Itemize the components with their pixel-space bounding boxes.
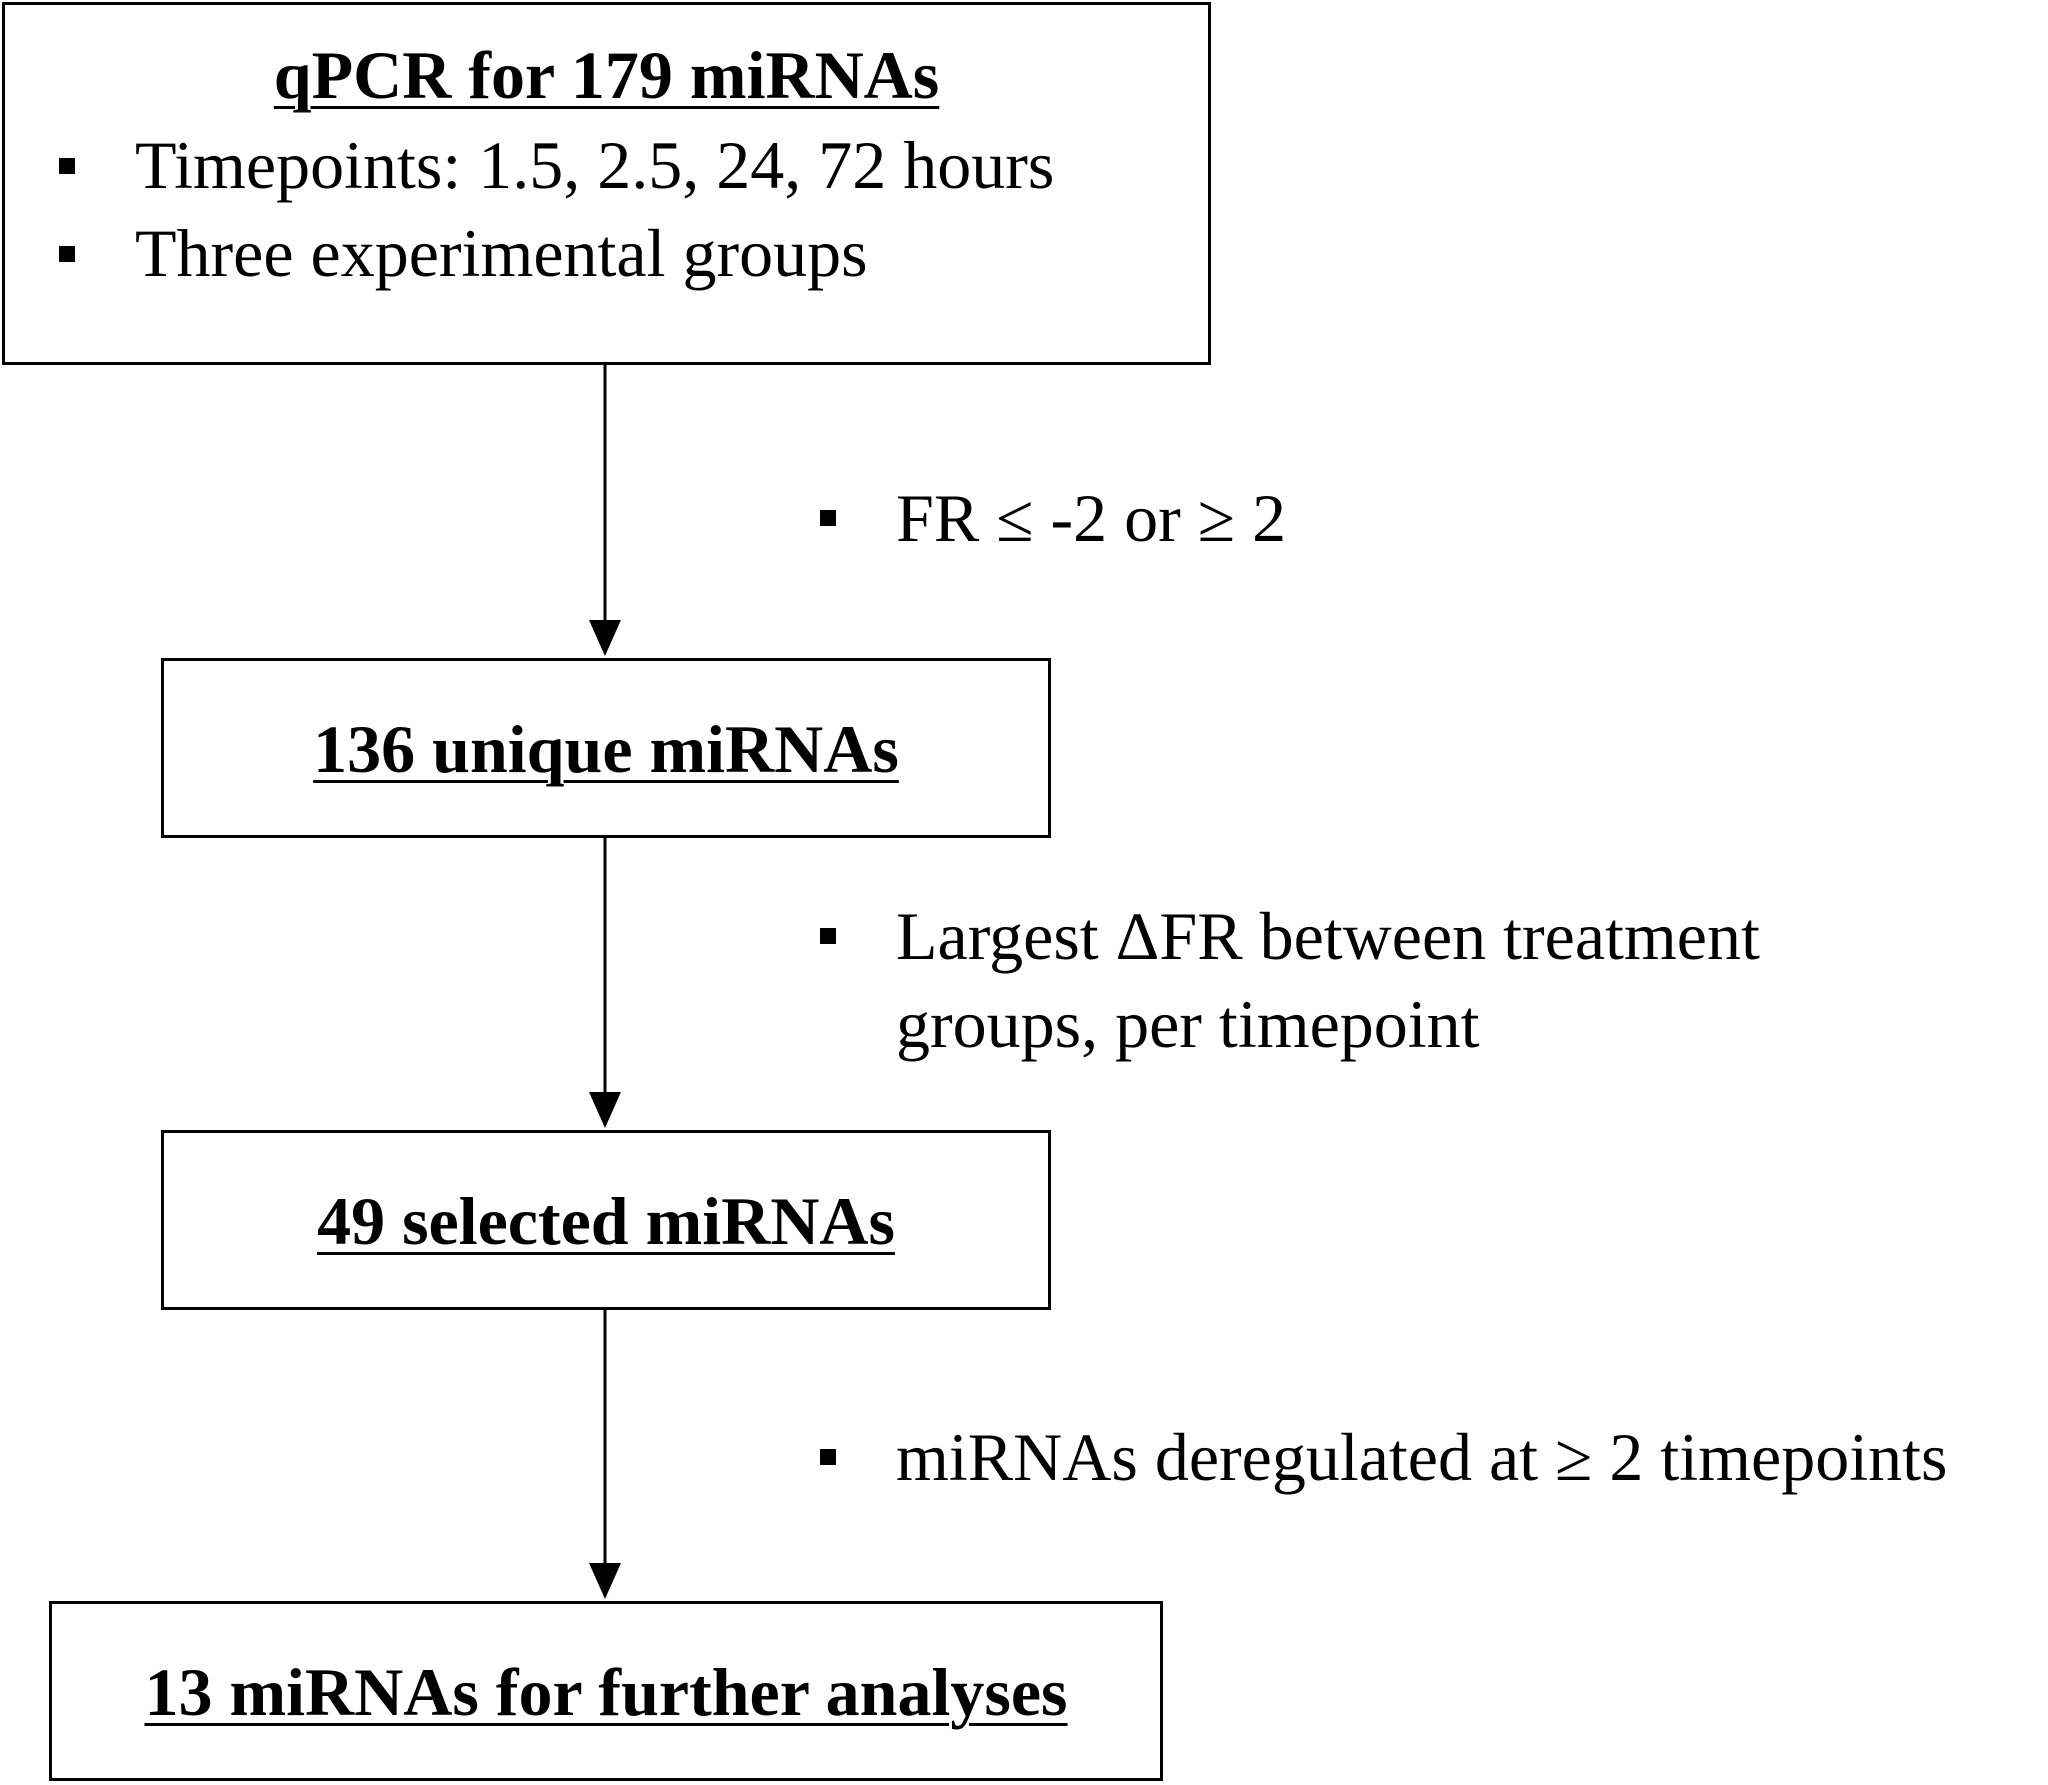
criterion-line: Largest ΔFR between treatment <box>896 898 1760 974</box>
step-box-final: 13 miRNAs for further analyses <box>49 1601 1163 1781</box>
step-title: 13 miRNAs for further analyses <box>144 1654 1068 1730</box>
criterion-text: Largest ΔFR between treatment groups, pe… <box>896 892 1760 1068</box>
criterion-text: FR ≤ -2 or ≥ 2 <box>896 474 1286 562</box>
arrow-1 <box>589 365 621 656</box>
criterion-line: groups, per timepoint <box>896 986 1480 1062</box>
step-title: 136 unique miRNAs <box>313 711 899 787</box>
criterion-line: miRNAs deregulated at ≥ 2 timepoints <box>896 1419 1948 1495</box>
square-bullet-icon <box>820 510 836 526</box>
bullet-text: Timepoints: 1.5, 2.5, 24, 72 hours <box>135 127 1055 203</box>
step-box-selected: 49 selected miRNAs <box>161 1130 1051 1310</box>
arrow-3 <box>589 1310 621 1599</box>
square-bullet-icon <box>820 1449 836 1465</box>
step-title: 49 selected miRNAs <box>317 1183 895 1259</box>
square-bullet-icon <box>59 246 75 262</box>
step-box-qpcr: qPCR for 179 miRNAs Timepoints: 1.5, 2.5… <box>2 2 1211 365</box>
step-bullet-list: Timepoints: 1.5, 2.5, 24, 72 hours Three… <box>5 5 1208 362</box>
arrow-2 <box>589 838 621 1128</box>
square-bullet-icon <box>59 158 75 174</box>
bullet-text: Three experimental groups <box>135 215 868 291</box>
criterion-text: miRNAs deregulated at ≥ 2 timepoints <box>896 1413 1947 1501</box>
step-box-unique: 136 unique miRNAs <box>161 658 1051 838</box>
step-title: qPCR for 179 miRNAs <box>273 37 940 113</box>
criterion-line: FR ≤ -2 or ≥ 2 <box>896 480 1287 556</box>
square-bullet-icon <box>820 928 836 944</box>
